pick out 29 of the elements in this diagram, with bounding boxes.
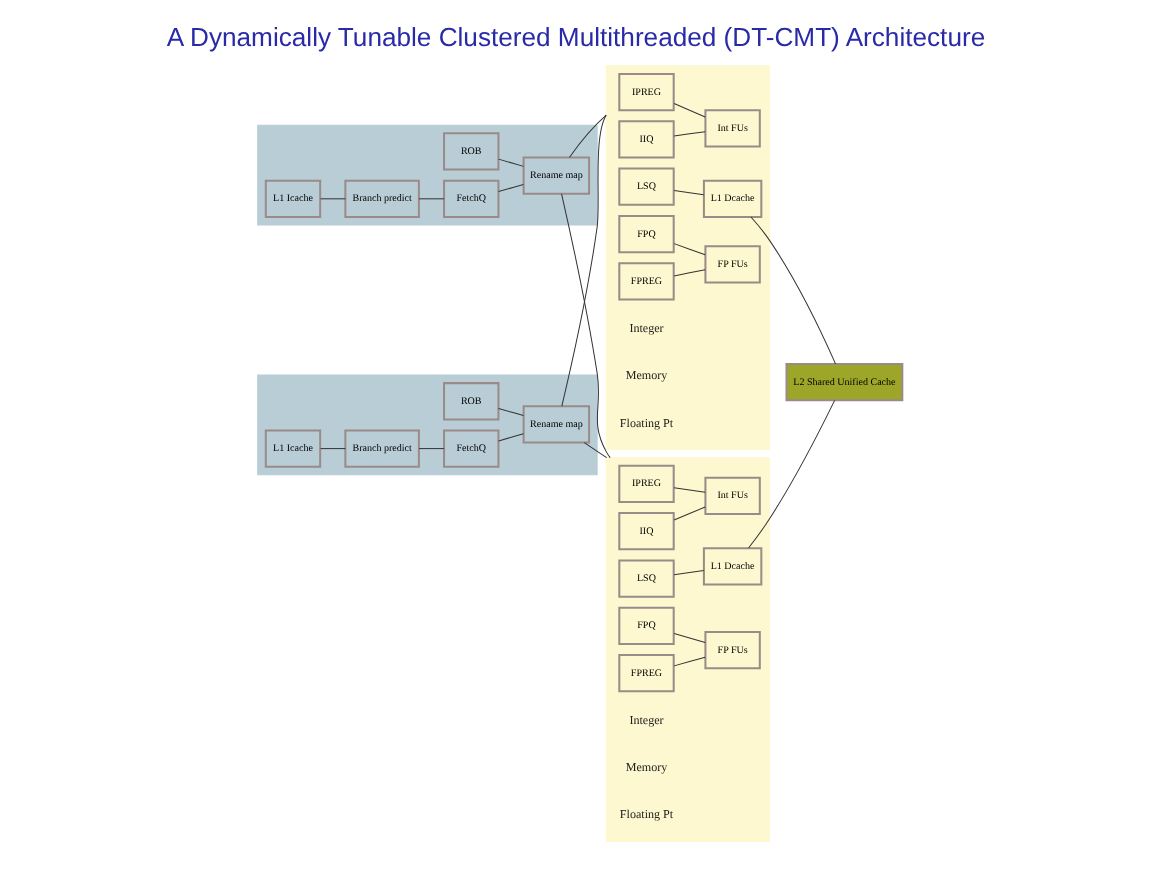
cluster	[257, 374, 598, 476]
connector	[498, 184, 524, 192]
connector	[498, 158, 524, 167]
connector	[673, 190, 705, 196]
connector	[320, 198, 346, 200]
connector	[498, 433, 524, 442]
diagram-title: A Dynamically Tunable Clustered Multithreaded (DT-CMT) Architecture	[166, 21, 986, 52]
connector	[583, 442, 608, 459]
connector	[561, 193, 611, 459]
connector	[673, 243, 706, 256]
cluster	[605, 65, 770, 451]
connector	[673, 487, 706, 493]
connector	[673, 506, 706, 521]
connector	[673, 269, 706, 277]
connector	[750, 216, 837, 365]
connector	[673, 633, 706, 643]
connector	[418, 198, 445, 200]
connector	[569, 114, 607, 158]
connector	[673, 656, 706, 667]
connector	[561, 114, 607, 407]
connector	[748, 399, 836, 549]
connector	[498, 408, 524, 417]
cluster	[605, 457, 770, 842]
connector	[673, 103, 706, 118]
cluster	[257, 124, 598, 226]
connector	[418, 448, 445, 450]
connector	[320, 448, 346, 450]
connector	[673, 131, 706, 137]
connector	[673, 569, 705, 576]
